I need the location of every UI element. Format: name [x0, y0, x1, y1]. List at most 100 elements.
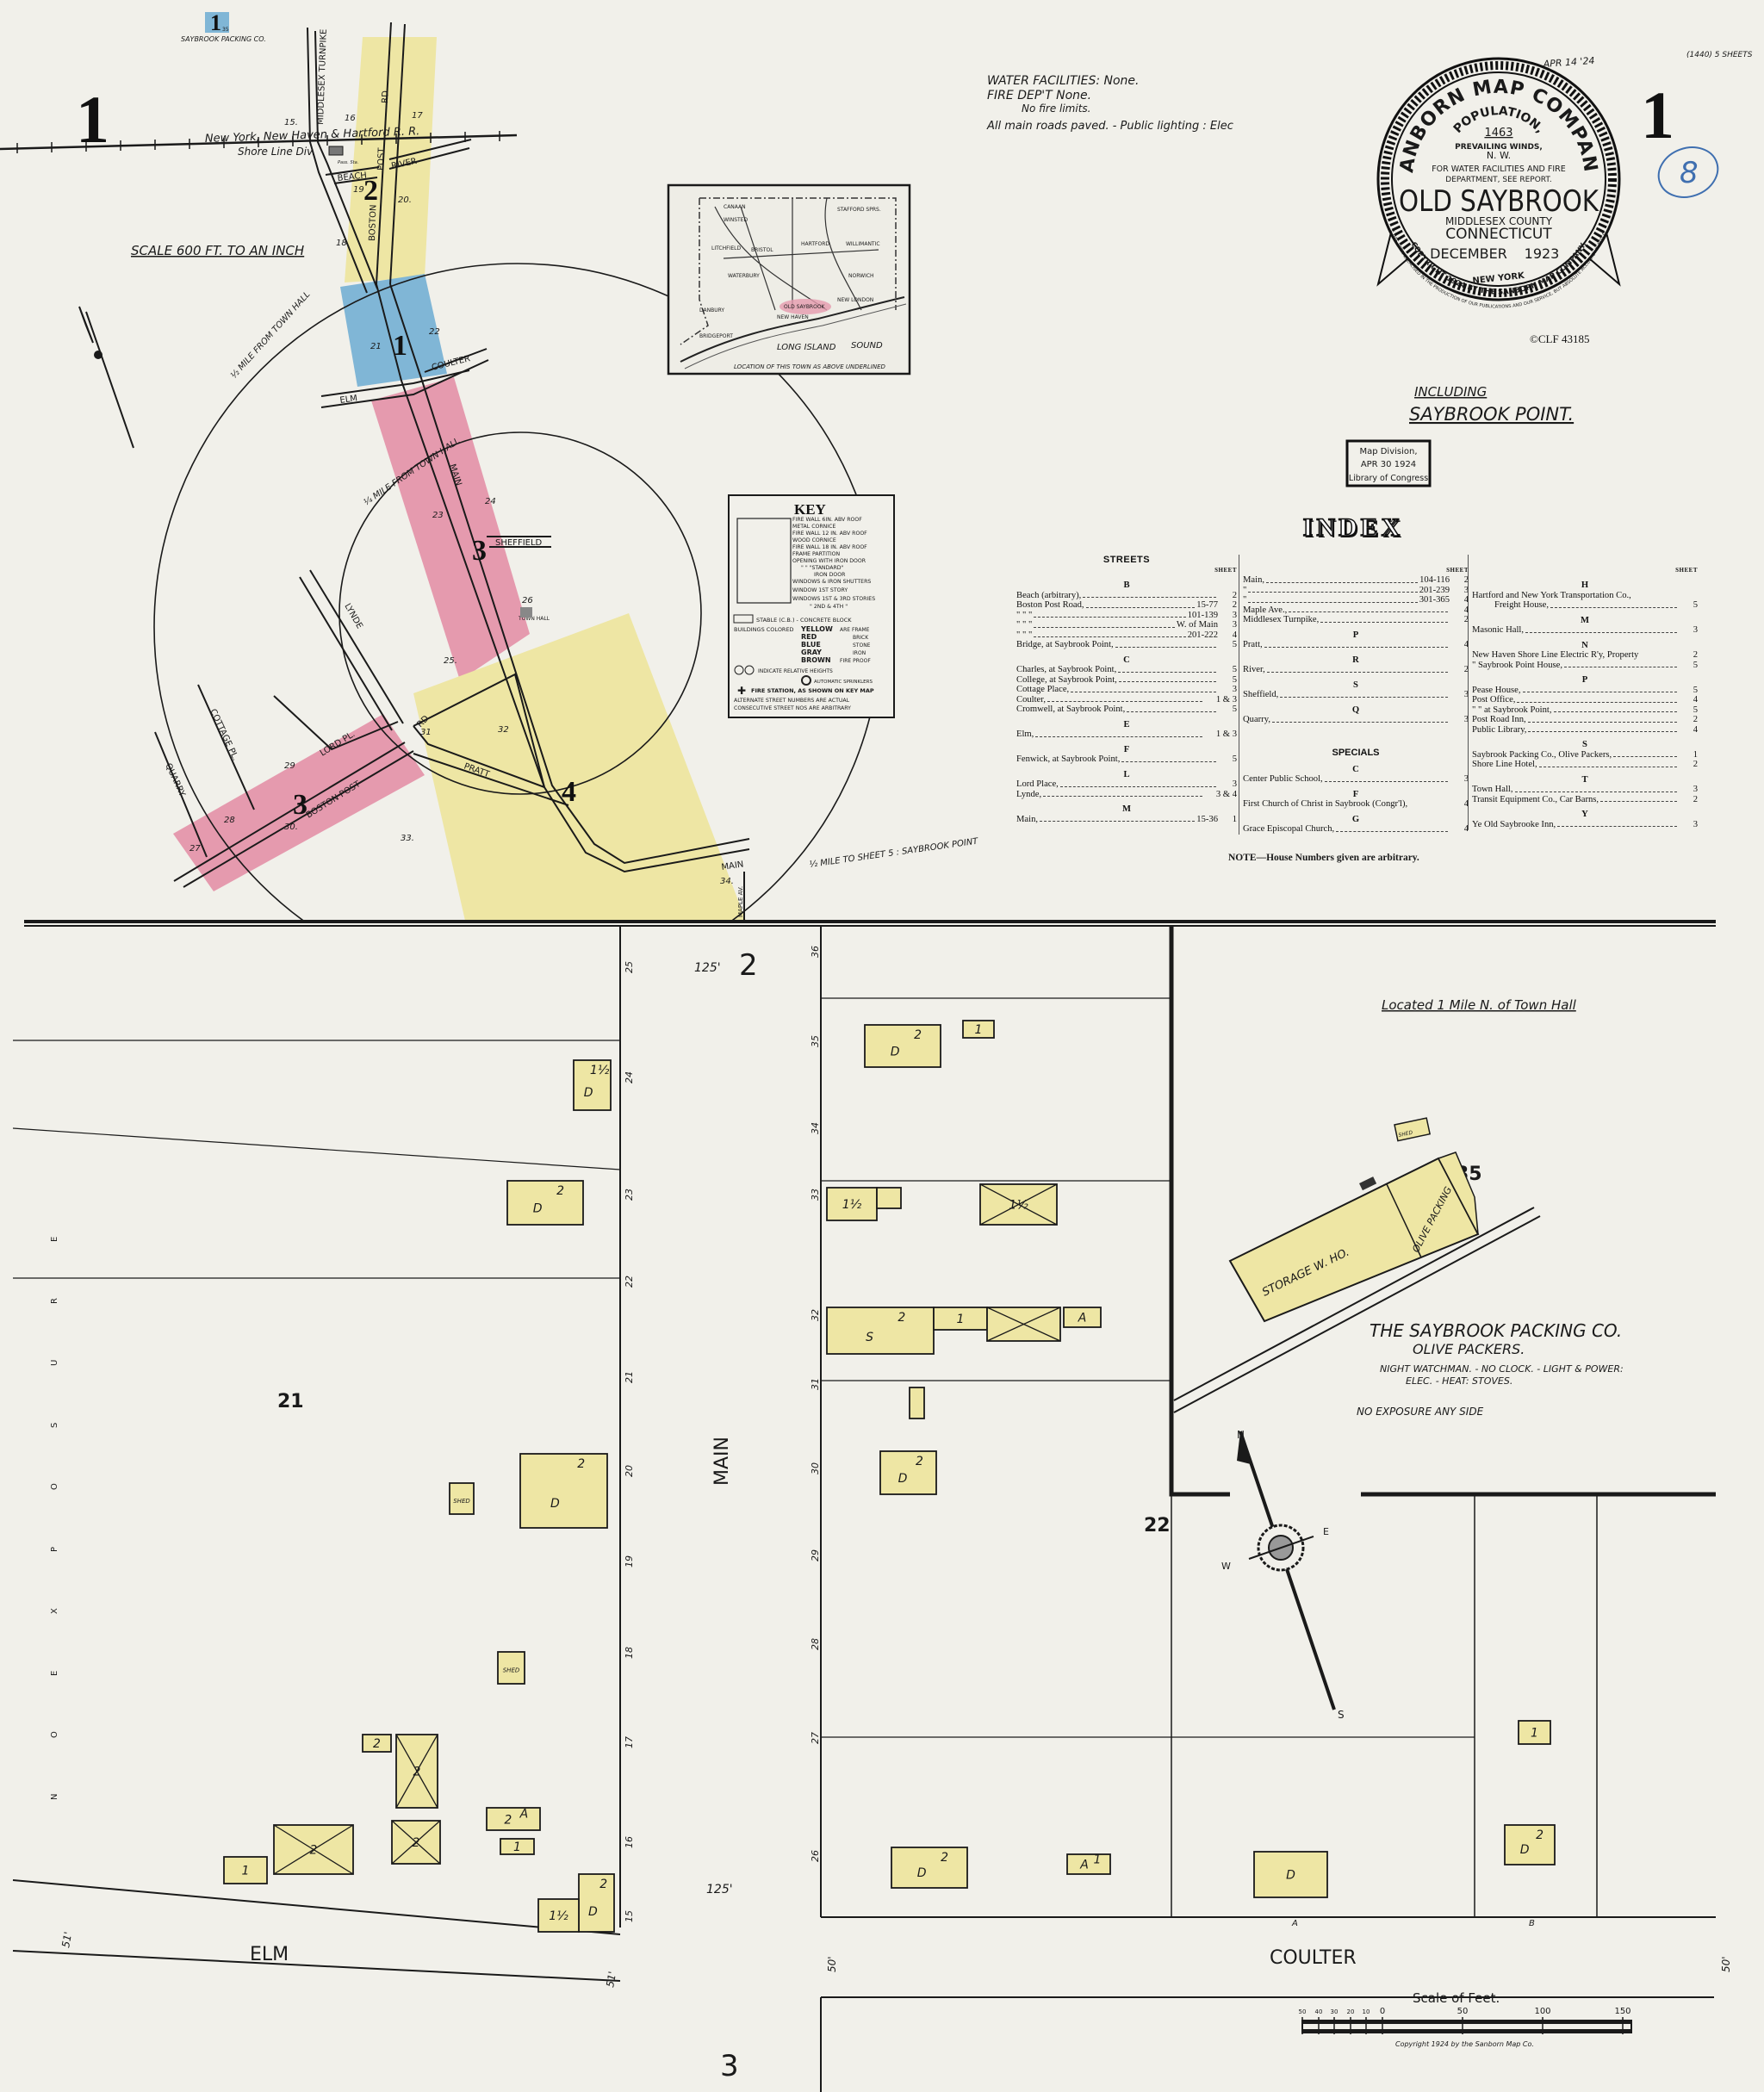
index-entry[interactable]: Public Library,4 — [1472, 725, 1698, 736]
building[interactable]: 1½D — [573, 1059, 612, 1111]
index-entry[interactable]: Lord Place,3 — [1016, 779, 1237, 790]
lynde-street-edge — [309, 569, 404, 724]
index-entry[interactable]: Bridge, at Saybrook Point,5 — [1016, 640, 1237, 650]
building[interactable]: 2D — [578, 1873, 615, 1933]
sheet-1-area[interactable] — [340, 274, 447, 387]
sheet-ref-3-bpr[interactable]: 3 — [293, 789, 307, 821]
building[interactable]: SHED — [449, 1482, 475, 1515]
main-street-numbers: 2524232221201918171615363534333231302928… — [624, 946, 821, 1922]
building[interactable]: 1 — [962, 1020, 995, 1039]
index-entry[interactable]: Lynde,3 & 4 — [1016, 790, 1237, 800]
sheet-ref-3-main[interactable]: 3 — [472, 535, 487, 567]
index-entry[interactable]: Center Public School,3 — [1243, 774, 1469, 785]
index-sheet-label: SHEET — [1675, 567, 1698, 574]
building[interactable]: 2 — [395, 1734, 438, 1809]
building[interactable]: 1 — [933, 1307, 988, 1331]
index-entry[interactable]: Coulter,1 & 3 — [1016, 695, 1237, 705]
house-number-west: 23 — [624, 1189, 635, 1201]
index-entry[interactable]: Sheffield,3 — [1243, 690, 1469, 700]
sheet-ref-4[interactable]: 4 — [562, 776, 576, 808]
building[interactable]: 2D — [879, 1450, 937, 1495]
building[interactable]: 2D — [1504, 1824, 1556, 1865]
building[interactable]: 2 — [362, 1734, 392, 1753]
index-entry[interactable]: Hartford and New York Transportation Co.… — [1472, 591, 1698, 601]
building[interactable]: 1½ — [826, 1187, 878, 1221]
building[interactable]: 1 — [500, 1838, 535, 1855]
index-entry[interactable]: Cottage Place,3 — [1016, 685, 1237, 695]
building[interactable]: A — [1063, 1307, 1102, 1328]
index-entry[interactable]: Quarry,3 — [1243, 715, 1469, 725]
building[interactable] — [876, 1187, 902, 1209]
building[interactable]: 2 — [391, 1820, 441, 1865]
building[interactable]: 1 — [1518, 1720, 1551, 1745]
building[interactable]: A2 — [486, 1807, 541, 1831]
index-entry-sheet: 5 — [1693, 705, 1698, 715]
index-entry[interactable]: Saybrook Packing Co., Olive Packers,1 — [1472, 750, 1698, 760]
index-entry[interactable]: River,2 — [1243, 665, 1469, 675]
river-street-edge — [388, 147, 470, 170]
sheet-3-main-area[interactable] — [371, 377, 530, 680]
index-entry[interactable]: Pease House,5 — [1472, 686, 1698, 696]
packing-shed[interactable]: SHED — [1394, 1117, 1432, 1142]
building[interactable]: 2D — [506, 1180, 584, 1226]
compass-rose-icon: N S E W — [1221, 1429, 1345, 1721]
index-entry[interactable]: " " at Saybrook Point,5 — [1472, 705, 1698, 716]
building[interactable]: 2D — [891, 1847, 968, 1889]
old-saybrook-highlight[interactable] — [780, 299, 831, 314]
including-label: INCLUDING — [1414, 384, 1487, 400]
index-entry[interactable]: " Saybrook Point House,5 — [1472, 661, 1698, 671]
index-entry[interactable]: Post Road Inn,2 — [1472, 715, 1698, 725]
index-entry[interactable]: Charles, at Saybrook Point,5 — [1016, 665, 1237, 675]
index-entry-name: " Saybrook Point House, — [1472, 660, 1562, 670]
building[interactable]: 1 — [223, 1856, 268, 1884]
building[interactable]: SHED — [497, 1651, 525, 1685]
index-entry[interactable]: Beach (arbitrary),2 — [1016, 591, 1237, 601]
building[interactable]: 2 — [273, 1824, 354, 1875]
index-entry-name: College, at Saybrook Point, — [1016, 674, 1117, 685]
building[interactable]: 1A — [1066, 1853, 1111, 1875]
index-entry[interactable]: Freight House,5 — [1472, 600, 1698, 611]
index-entry[interactable]: Fenwick, at Saybrook Point,5 — [1016, 754, 1237, 765]
sheet-ref-1[interactable]: 1 — [393, 330, 407, 362]
building[interactable]: 1½ — [979, 1183, 1058, 1226]
index-entry[interactable]: Grace Episcopal Church,4 — [1243, 824, 1469, 835]
index-entry[interactable]: Cromwell, at Saybrook Point,5 — [1016, 705, 1237, 715]
index-entry[interactable]: New Haven Shore Line Electric R'y, Prope… — [1472, 650, 1698, 661]
index-entry[interactable]: Shore Line Hotel,2 — [1472, 760, 1698, 770]
index-entry[interactable]: Maple Ave.,4 — [1243, 605, 1469, 616]
index-entry[interactable]: Transit Equipment Co., Car Barns,2 — [1472, 795, 1698, 805]
sheet-4-area[interactable] — [413, 613, 746, 921]
index-entry[interactable]: Ye Old Saybrooke Inn,3 — [1472, 820, 1698, 830]
index-entry[interactable]: College, at Saybrook Point,5 — [1016, 675, 1237, 686]
building[interactable]: D — [1253, 1851, 1328, 1898]
building[interactable]: 1½ — [537, 1898, 580, 1933]
block-south-number[interactable]: 3 — [720, 2049, 739, 2083]
saybrook-packing-building[interactable]: STORAGE W. HO. OLIVE PACKING — [1228, 1152, 1480, 1323]
seal-winds: N. W. — [1487, 150, 1511, 161]
packing-ref-sheet[interactable]: 1 — [210, 10, 221, 35]
building[interactable]: 2D — [864, 1024, 941, 1068]
index-entry[interactable]: Middlesex Turnpike,2 — [1243, 615, 1469, 625]
building[interactable] — [909, 1387, 925, 1419]
index-entry[interactable]: Masonic Hall,3 — [1472, 625, 1698, 636]
building[interactable]: 2D — [519, 1453, 608, 1529]
building[interactable]: 2S — [826, 1307, 935, 1355]
sheet-ref-2[interactable]: 2 — [363, 175, 378, 207]
index-entry[interactable]: First Church of Christ in Saybrook (Cong… — [1243, 799, 1469, 810]
index-entry[interactable]: Post Office,4 — [1472, 695, 1698, 705]
index-entry[interactable]: Town Hall,3 — [1472, 785, 1698, 795]
block-north-number[interactable]: 2 — [739, 948, 758, 983]
sheet-3-bpr-area[interactable] — [173, 714, 425, 891]
building[interactable] — [986, 1307, 1061, 1342]
index-entry[interactable]: Pratt,4 — [1243, 640, 1469, 650]
index-entry[interactable]: Elm,1 & 3 — [1016, 729, 1237, 740]
